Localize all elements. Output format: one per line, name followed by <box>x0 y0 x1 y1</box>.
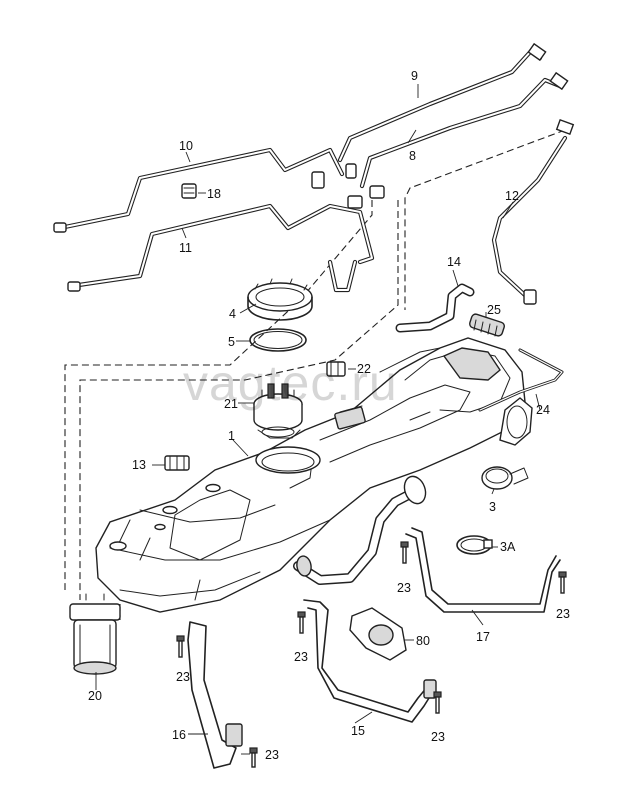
callout-15: 15 <box>351 724 365 738</box>
fuel-filter-20 <box>69 593 121 675</box>
fuel-tank-1 <box>95 337 533 613</box>
hose-clamp-3a <box>456 535 493 555</box>
callout-13: 13 <box>132 458 146 472</box>
filter-25 <box>469 313 505 337</box>
callout-17: 17 <box>476 630 490 644</box>
leader-lines <box>95 84 541 755</box>
tank-strap-17 <box>405 527 561 613</box>
bolt-23 <box>558 571 567 594</box>
callout-23: 23 <box>265 748 279 762</box>
callout-22: 22 <box>357 362 371 376</box>
callout-11: 11 <box>179 241 192 255</box>
callout-23: 23 <box>397 581 411 595</box>
callout-5: 5 <box>228 335 235 349</box>
bolt-23 <box>433 691 442 714</box>
clip-22 <box>326 361 346 377</box>
callout-10: 10 <box>179 139 193 153</box>
seal-5 <box>249 328 307 352</box>
fuel-line-8 <box>359 77 563 189</box>
tank-strap-16 <box>187 621 243 769</box>
watermark: vagtec.ru <box>183 355 398 411</box>
clip-13 <box>164 455 190 471</box>
callout-23: 23 <box>294 650 308 664</box>
callout-18: 18 <box>207 187 221 201</box>
callout-1: 1 <box>228 429 235 443</box>
clip-18 <box>181 183 197 199</box>
callout-25: 25 <box>487 303 501 317</box>
callout-4: 4 <box>229 307 236 321</box>
callout-labels: 9 8 10 11 12 18 14 25 4 5 22 21 1 13 24 … <box>88 69 570 762</box>
fuel-line-9 <box>337 47 543 163</box>
callout-23: 23 <box>176 670 190 684</box>
bolt-23 <box>176 635 185 658</box>
callout-14: 14 <box>447 255 461 269</box>
locking-ring-4 <box>247 278 313 321</box>
callout-9: 9 <box>411 69 418 83</box>
vent-module <box>334 405 366 430</box>
callout-3a: 3A <box>500 540 516 554</box>
callout-20: 20 <box>88 689 102 703</box>
tank-strap-15 <box>303 599 437 723</box>
line-connectors <box>53 42 575 305</box>
bolt-23 <box>297 611 306 634</box>
callout-21: 21 <box>224 397 238 411</box>
fuel-line-11 <box>69 203 375 293</box>
callout-23: 23 <box>556 607 570 621</box>
callout-16: 16 <box>172 728 186 742</box>
callout-80: 80 <box>416 634 430 648</box>
fuel-line-10 <box>57 147 345 231</box>
bolt-23 <box>249 747 258 768</box>
callout-12: 12 <box>505 189 519 203</box>
cover-plate-80 <box>349 607 407 661</box>
callout-23: 23 <box>431 730 445 744</box>
vent-line-24 <box>478 348 564 412</box>
callout-8: 8 <box>409 149 416 163</box>
filler-pipe <box>293 475 427 585</box>
fuel-line-12 <box>491 135 568 301</box>
breather-hose-14 <box>395 283 475 333</box>
callout-3: 3 <box>489 500 496 514</box>
bolt-23 <box>400 541 409 564</box>
fuel-cap-3 <box>481 466 529 490</box>
fuel-sender-21 <box>253 383 303 439</box>
callout-24: 24 <box>536 403 550 417</box>
